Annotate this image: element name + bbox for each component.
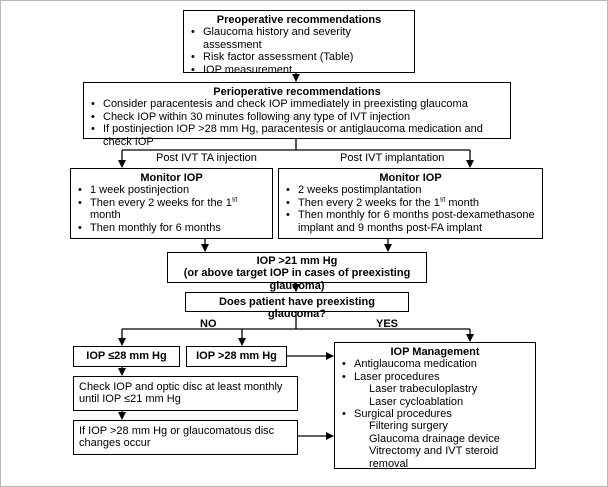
if-iop-changes-box: If IOP >28 mm Hg or glaucomatous disc ch… — [73, 420, 298, 455]
surgical-sub-filtering: Filtering surgery — [369, 420, 448, 433]
monitor-iop-injection-box: Monitor IOP 1 week postinjection Then ev… — [70, 168, 273, 239]
branch-label-implantation: Post IVT implantation — [340, 152, 445, 164]
iop-management-title: IOP Management — [390, 346, 480, 358]
preexisting-glaucoma-question-box: Does patient have preexisting glaucoma? — [185, 292, 409, 320]
perioperative-title: Perioperative recommendations — [213, 86, 381, 98]
iop-le-28-box: IOP ≤28 mm Hg — [73, 346, 180, 367]
monitor-left-item-1week: 1 week postinjection — [75, 184, 268, 197]
no-label: NO — [200, 318, 217, 330]
monitor-left-title: Monitor IOP — [140, 172, 203, 184]
iop-management-box: IOP Management Antiglaucoma medication L… — [334, 342, 536, 470]
preop-item-risk: Risk factor assessment (Table) — [188, 51, 410, 64]
if-iop-line1: If IOP >28 mm Hg or glaucomatous disc — [79, 425, 275, 437]
periop-item-check-30min: Check IOP within 30 minutes following an… — [88, 111, 506, 124]
monitor-right-item-2weeks: Then every 2 weeks for the 1st month — [283, 196, 538, 209]
iop-gt-28-text: IOP >28 mm Hg — [196, 350, 277, 362]
iop-above-21-line2: (or above target IOP in cases of preexis… — [183, 267, 411, 292]
perioperative-box: Perioperative recommendations Consider p… — [83, 82, 511, 148]
check-iop-disc-box: Check IOP and optic disc at least monthl… — [73, 376, 298, 411]
preop-item-iop: IOP measurement — [188, 64, 410, 77]
check-iop-line1: Check IOP and optic disc at least monthl… — [79, 381, 283, 393]
periop-item-postinjection: If postinjection IOP >28 mm Hg, paracent… — [88, 123, 506, 148]
monitor-right-title: Monitor IOP — [379, 172, 442, 184]
surgical-sub-vitrectomy: Vitrectomy and IVT steroid removal — [369, 445, 499, 470]
monitor-left-item-monthly: Then monthly for 6 months — [75, 222, 268, 235]
if-iop-line2: changes occur — [79, 437, 151, 450]
preoperative-box: Preoperative recommendations Glaucoma hi… — [183, 10, 415, 77]
check-iop-line2: until IOP ≤21 mm Hg — [79, 393, 181, 406]
monitor-iop-implantation-box: Monitor IOP 2 weeks postimplantation The… — [278, 168, 543, 239]
yes-label: YES — [376, 318, 399, 330]
laser-sub-trabeculoplasty: Laser trabeculoplastry — [369, 383, 478, 396]
management-item-surgical: Surgical procedures — [339, 408, 531, 421]
iop-le-28-text: IOP ≤28 mm Hg — [86, 350, 167, 362]
iop-above-21-line1: IOP >21 mm Hg — [256, 255, 338, 267]
iop-above-21-box: IOP >21 mm Hg (or above target IOP in ca… — [167, 252, 427, 292]
surgical-sub-drainage: Glaucoma drainage device — [369, 432, 500, 445]
monitor-right-item-monthly: Then monthly for 6 months post-dexametha… — [283, 209, 538, 234]
monitor-left-item-2weeks: Then every 2 weeks for the 1st month — [75, 196, 268, 222]
preop-item-history: Glaucoma history and severity assessment — [188, 26, 410, 51]
iop-gt-28-box: IOP >28 mm Hg — [186, 346, 287, 367]
laser-sub-cycloablation: Laser cycloablation — [369, 395, 464, 408]
branch-label-ta-injection: Post IVT TA injection — [156, 152, 257, 164]
management-item-laser: Laser procedures — [339, 371, 531, 384]
question-text: Does patient have preexisting glaucoma? — [219, 296, 375, 321]
periop-item-paracentesis: Consider paracentesis and check IOP imme… — [88, 98, 506, 111]
monitor-right-item-2weeks-post: 2 weeks postimplantation — [283, 184, 538, 197]
management-item-medication: Antiglaucoma medication — [339, 358, 531, 371]
preoperative-title: Preoperative recommendations — [216, 14, 382, 26]
